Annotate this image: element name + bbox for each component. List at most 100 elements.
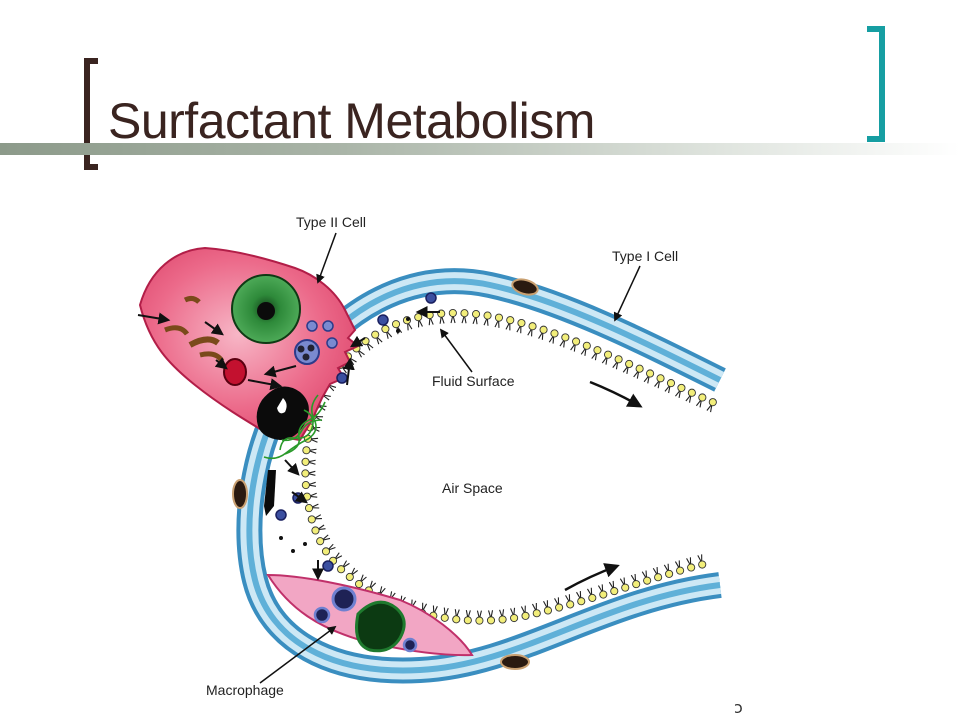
phagosome <box>313 606 331 624</box>
surfactant-head <box>355 579 364 589</box>
surfactant-head <box>521 611 530 620</box>
flow-arrow <box>342 357 355 386</box>
surfactant-head <box>588 593 597 602</box>
surfactant-head <box>452 615 461 624</box>
surfactant-head <box>604 350 613 359</box>
surfactant-head <box>677 383 686 392</box>
alveolar-wall <box>236 268 726 684</box>
surfactant-head <box>528 322 537 331</box>
surfactant-head <box>307 515 316 524</box>
surfactant-head <box>687 563 696 572</box>
surfactant-head <box>708 398 717 407</box>
surfactant-head <box>646 369 655 378</box>
surfactant-head <box>301 469 310 478</box>
surfactant-head <box>610 587 619 596</box>
surfactant-head <box>666 379 676 388</box>
right-bracket-decoration <box>867 26 885 142</box>
surfactant-head <box>371 330 380 339</box>
flow-arrow <box>291 491 308 504</box>
surfactant-head <box>698 560 707 569</box>
surfactant-head <box>440 613 449 622</box>
surfactant-head <box>621 583 630 592</box>
surfactant-head <box>506 316 515 325</box>
surfactant-head <box>337 565 346 574</box>
surfactant-head <box>550 329 559 338</box>
type-i-nucleus <box>500 654 530 670</box>
surfactant-head <box>561 333 570 342</box>
macrophage-nucleus <box>355 600 406 653</box>
flow-arrow <box>349 335 366 348</box>
lamellar-body <box>223 358 247 386</box>
macrophage-leader-line <box>259 625 337 684</box>
surfactant-head <box>643 576 652 585</box>
surfactant-head <box>494 313 504 322</box>
surfactant-head <box>460 309 469 318</box>
surfactant-head <box>599 590 608 599</box>
surfactant-head <box>463 616 472 625</box>
surfactant-head <box>665 569 674 578</box>
surfactant-head <box>572 337 581 346</box>
surfactant-head <box>632 580 641 589</box>
surfactant-head <box>539 325 548 334</box>
fluid-surface-leader-line <box>439 328 473 373</box>
nucleolus <box>257 302 275 320</box>
multivesicular-body <box>294 339 320 365</box>
surfactant-head <box>698 393 707 402</box>
phagosome <box>402 637 418 653</box>
surfactant-head <box>302 492 312 501</box>
surfactant-head <box>555 603 564 612</box>
surfactant-head <box>498 615 507 624</box>
surfactant-head <box>687 388 696 397</box>
phagosome <box>331 586 357 612</box>
slide-title: Surfactant Metabolism <box>108 93 595 149</box>
label-type-ii-cell: Type II Cell <box>296 214 366 230</box>
surfactant-head <box>510 613 519 623</box>
type-i-leader-line <box>613 265 641 322</box>
surfactant-head <box>414 313 423 322</box>
surfactant-head <box>656 374 665 383</box>
type-i-nucleus <box>511 278 539 296</box>
type-i-nucleus <box>232 479 248 509</box>
vesicle <box>306 320 318 332</box>
golgi-body <box>183 295 201 304</box>
type-ii-leader-line <box>316 232 337 284</box>
surfactant-head <box>381 324 390 334</box>
golgi-body <box>164 325 190 336</box>
surfactant-head <box>448 308 457 318</box>
surfactant-head <box>486 616 496 625</box>
surfactant-head <box>301 457 310 466</box>
label-type-i-cell: Type I Cell <box>612 248 678 264</box>
label-macrophage: Macrophage <box>206 682 284 698</box>
vesicle <box>322 320 334 332</box>
surfactant-head <box>301 481 310 490</box>
type-ii-cell <box>137 246 360 442</box>
surfactant-head <box>577 597 586 606</box>
surfactant-head <box>304 504 314 513</box>
surfactant-head <box>311 526 320 535</box>
flow-arrow <box>284 459 300 476</box>
tubular-myelin <box>263 394 326 460</box>
left-bracket-decoration <box>84 58 98 170</box>
surfactant-head <box>321 547 331 556</box>
vesicle <box>326 337 338 349</box>
surfactant-head <box>614 355 623 364</box>
surfactant-head <box>635 364 644 373</box>
surfactant-head <box>582 341 591 350</box>
surfactant-head <box>625 359 634 369</box>
flow-arrow <box>589 380 643 408</box>
surfactant-head <box>483 311 492 320</box>
surfactant-head <box>471 310 481 319</box>
surfactant-head <box>676 566 685 575</box>
surfactant-head <box>391 320 401 329</box>
surfactant-head <box>316 537 325 546</box>
surfactant-head <box>654 573 663 582</box>
secreted-lamellar-body <box>256 386 309 440</box>
surfactant-head <box>345 572 354 582</box>
surfactant-head <box>302 446 311 455</box>
macrophage <box>266 573 474 657</box>
corner-mark-icon: ↄ <box>734 698 743 717</box>
label-fluid-surface: Fluid Surface <box>432 373 515 389</box>
surfactant-head <box>543 606 552 615</box>
